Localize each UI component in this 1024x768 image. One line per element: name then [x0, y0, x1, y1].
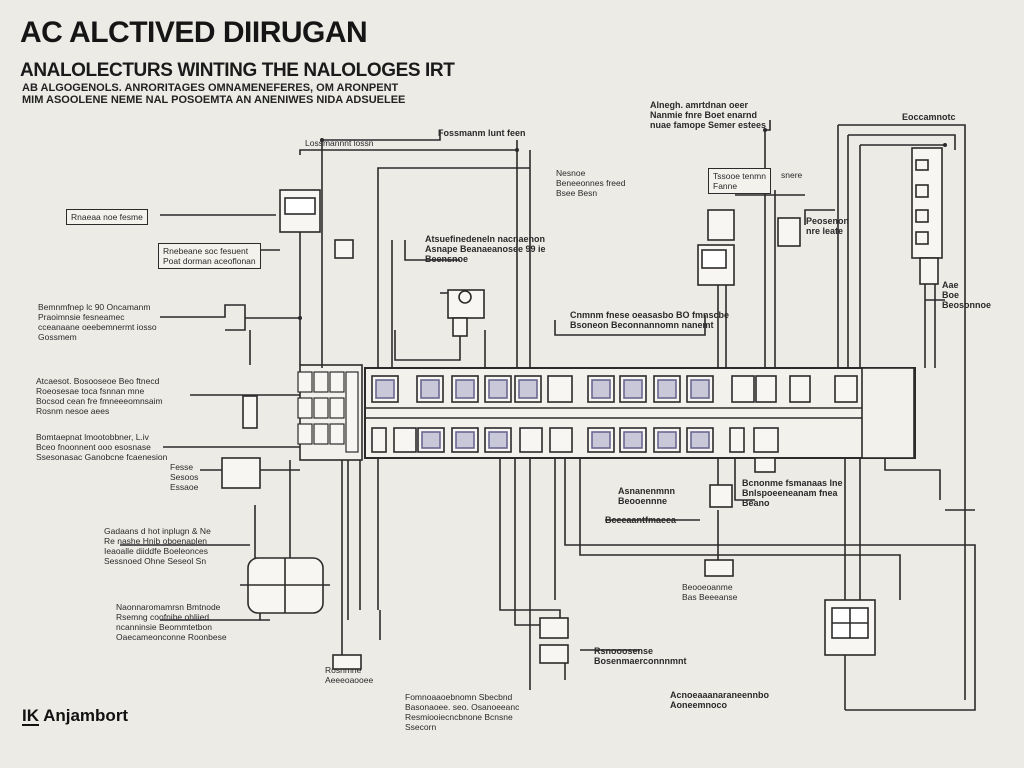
label-bottom-right-small: Beooeoanme Bas Beeeanse — [682, 582, 738, 602]
label-left-e: Gadaans d hot inplugn & Ne Re nashe Hnib… — [104, 526, 211, 566]
label-bottom-tag-a: Bceeaantfmaeea — [605, 515, 677, 525]
label-left-f: Naonnaromamrsn Bmtnode Rsemng coofnibe o… — [116, 602, 227, 642]
intro-paragraph: AB ALGOGENOLS. ANRORITAGES OMNAMENEFERES… — [22, 82, 422, 106]
bottom-left-terminal — [332, 654, 362, 670]
label-top-center: Fossmanm lunt feen — [438, 128, 526, 138]
label-right-mid: Peosenon nre leate — [806, 216, 850, 236]
label-mid-a: Atsuefinedeneln nacnaenon Asnape Beanaea… — [425, 234, 546, 264]
center-meter — [704, 559, 734, 577]
label-bottom-left-small: Rosnmne Aeeeoaooee — [325, 665, 374, 685]
label-mid-c: Cnmnm fnese oeasasbo BO fmnscbe Bsoneon … — [570, 310, 730, 330]
label-right-edge-top: Aae Boe Beosonnoe — [942, 280, 992, 310]
intro-line: AB ALGOGENOLS. ANRORITAGES OMNAMENEFERES… — [22, 82, 399, 94]
right-cabinet — [861, 367, 915, 459]
control-panel-grid — [297, 371, 359, 453]
label-center-tag: Asnanenmnn Beooennne — [618, 486, 676, 506]
left-fuse — [242, 395, 258, 429]
breaker-row-upper — [371, 375, 858, 403]
brand-mark: IK — [22, 706, 39, 725]
label-top-right-b: Eoccamnotc — [902, 112, 956, 122]
left-motor-box — [221, 457, 261, 489]
switch-box — [777, 217, 801, 247]
diagram-subtitle: ANALOLECTURS WINTING THE NALOLOGES IRT — [20, 60, 455, 81]
relay-box-top — [707, 209, 735, 241]
label-left-d: Fesse Sesoos Essaoe — [170, 462, 199, 492]
label-left-b: Atcaesot. Bosooseoe Beo ftnecd Roeosesae… — [36, 376, 163, 416]
label-top-left-small: Lossmannnt lossn — [305, 138, 374, 148]
label-left-box: Rnebeane soc fesuent Poat dorman aceoflo… — [158, 243, 261, 269]
label-left-c: Bomtaepnat lmootobbner, L.iv Bceo fnoonn… — [36, 432, 168, 462]
label-right-top-tag: Tssooe tenmn Fanne — [708, 168, 771, 194]
label-right-tag-a: Bcnonme fsmanaas lne Bnlspoeeneanam fnea… — [742, 478, 843, 508]
brand-name: Anjambort — [43, 706, 129, 725]
label-bottom-right-c: Acnoeaaanaraneennbo Aoneemnoco — [670, 690, 770, 710]
breaker-row-lower — [371, 427, 779, 473]
label-bottom-center-a: Rsnooosense Bosenmaerconnnmnt — [594, 646, 687, 666]
label-mid-b: Nesnoe Beneeonnes freed Bsee Besn — [556, 168, 626, 198]
intro-line: MIM ASOOLENE NEME NAL POSOEMTA AN ANENIW… — [22, 94, 406, 106]
label-right-small: snere — [781, 170, 803, 180]
brand-logo: IK Anjambort — [22, 706, 128, 726]
label-left-tag: Rnaeaa noe fesme — [66, 209, 148, 225]
label-bottom-center-b: Fomnoaaoebnomn Sbecbnd Basonaoee. seo. O… — [405, 692, 520, 732]
center-breaker — [709, 484, 733, 508]
upper-switch — [334, 239, 354, 259]
bottom-relay — [539, 617, 569, 639]
diagram-title: AC ALCTIVED DIIRUGAN — [20, 16, 368, 49]
label-top-right-a: Alnegh. amrtdnan oeer Nanmie fnre Boet e… — [650, 100, 767, 130]
label-left-a: Bemnmfnep lc 90 Oncamanm Praoimnsie fesn… — [38, 302, 157, 342]
